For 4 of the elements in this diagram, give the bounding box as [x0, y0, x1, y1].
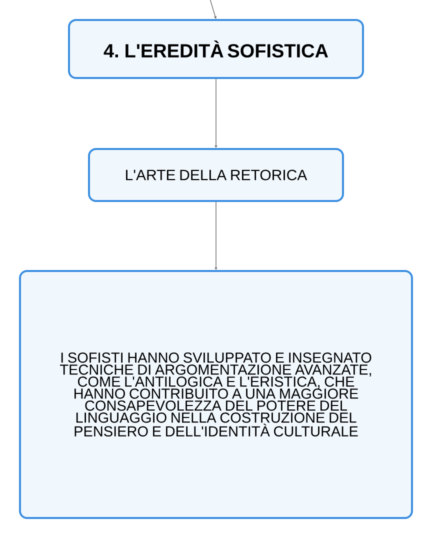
- topic-box: L'ARTE DELLA RETORICA: [88, 148, 344, 202]
- text-box: I SOFISTI HANNO SVILUPPATO E INSEGNATO TECNICHE DI ARGOMENTAZIONE AVANZATE, COME L'ANTILOGICA E L'ERISTICA, CHE HANNO CONTRIBUITO A UNA MAGGIORE CONSAPEVOLEZZA DEL POTERE DEL LINGUAGGIO NELLA COSTRUZIONE DEL PENSIERO E DELL'IDENTITÀ CULTURALE: [19, 270, 413, 519]
- arrow: [210, 0, 217, 19]
- title-box: 4. L'EREDITÀ SOFISTICA: [68, 19, 364, 79]
